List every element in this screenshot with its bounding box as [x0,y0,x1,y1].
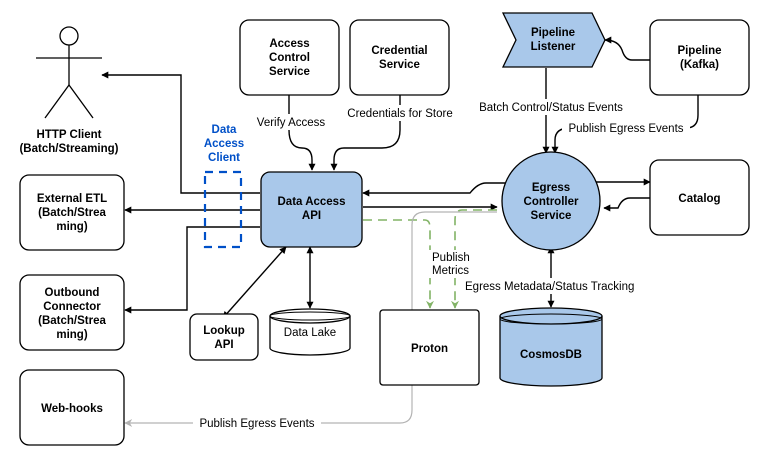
egress-controller-service: Egress Controller Service [501,151,601,251]
http-client-label-2: (Batch/Streaming) [19,143,118,155]
outbound-connector-label-2: Connector [43,301,101,313]
data-access-client: Data Access Client [204,124,244,249]
edge-api-to-http-client [101,71,260,194]
webhooks-label: Web-hooks [41,403,103,415]
proton-label: Proton [411,343,448,355]
label-publish-egress-events-bottom: Publish Egress Events [199,418,314,430]
access-control-label-3: Service [269,66,310,78]
access-control-label-2: Control [269,52,310,64]
pipeline-kafka-label-1: Pipeline [677,45,721,57]
pipeline-kafka: Pipeline (Kafka) [649,19,750,96]
edge-catalog-to-egress [603,197,650,212]
edge-api-to-outbound-connector [124,226,260,314]
http-client-actor: HTTP Client (Batch/Streaming) [19,26,119,155]
access-control-service: Access Control Service [239,19,340,96]
webhooks: Web-hooks [19,369,125,446]
label-publish-metrics-2: Metrics [432,265,469,277]
lookup-api-label-2: API [214,339,233,351]
cosmosdb: CosmosDB [499,307,603,387]
stick-figure-icon [36,26,102,119]
pipeline-kafka-label-2: (Kafka) [680,59,719,71]
external-etl: External ETL (Batch/Strea ming) [19,174,125,251]
outbound-connector-label-3: (Batch/Strea [38,315,106,327]
outbound-connector-label-4: ming) [56,329,87,341]
outbound-connector: Outbound Connector (Batch/Strea ming) [19,274,125,351]
proton: Proton [379,309,480,386]
edge-egress-to-proton-metrics [451,209,497,309]
data-access-api-label-1: Data Access [278,196,346,208]
data-access-api: Data Access API [260,171,363,248]
edge-egress-to-api [362,182,505,197]
catalog: Catalog [649,159,750,236]
label-publish-egress-events-top: Publish Egress Events [568,123,683,135]
catalog-label: Catalog [678,193,720,205]
credential-label-2: Service [379,59,420,71]
edge-access-control-to-api [288,95,316,171]
credential-service: Credential Service [349,19,450,96]
egress-controller-label-1: Egress [532,182,570,194]
label-publish-metrics-1: Publish [432,252,470,264]
egress-controller-label-2: Controller [524,196,579,208]
data-access-client-label-3: Client [208,152,240,164]
label-credentials-for-store: Credentials for Store [347,108,452,120]
data-lake: Data Lake [269,308,351,356]
data-lake-label: Data Lake [284,327,336,339]
data-access-client-label-2: Access [204,138,244,150]
lookup-api-label-1: Lookup [203,325,245,337]
pipeline-listener: Pipeline Listener [501,12,606,68]
pipeline-listener-label-1: Pipeline [531,27,575,39]
external-etl-label-2: (Batch/Strea [38,207,106,219]
credential-label-1: Credential [371,45,427,57]
edge-api-lookup [222,246,287,319]
edge-credential-to-api [330,95,401,171]
label-batch-control: Batch Control/Status Events [479,102,623,114]
access-control-label-1: Access [269,38,309,50]
external-etl-label-3: ming) [56,221,87,233]
cosmosdb-label: CosmosDB [520,349,582,361]
lookup-api: Lookup API [189,313,259,361]
label-egress-metadata: Egress Metadata/Status Tracking [465,281,634,293]
data-access-api-label-2: API [302,210,321,222]
outbound-connector-label-1: Outbound [45,287,100,299]
data-access-client-label-1: Data [212,124,238,136]
pipeline-listener-label-2: Listener [531,41,576,53]
edge-api-to-proton-metrics [363,219,434,309]
edge-kafka-to-listener [604,36,650,61]
egress-controller-label-3: Service [531,210,572,222]
label-verify-access: Verify Access [257,117,326,129]
external-etl-label-1: External ETL [37,193,107,205]
http-client-label-1: HTTP Client [37,129,102,141]
